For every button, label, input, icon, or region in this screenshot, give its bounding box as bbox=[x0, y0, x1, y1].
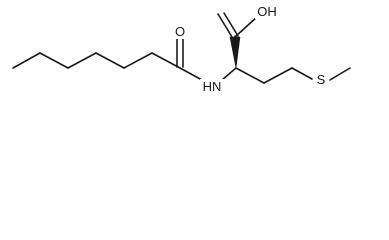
bond-c3-c4 bbox=[67, 52, 97, 69]
methionine-side-chain bbox=[235, 67, 351, 84]
acid-hydroxyl-label-group: OH bbox=[255, 4, 279, 19]
bond-c6-carbonyl bbox=[151, 52, 181, 69]
bond-acid-hydroxyl bbox=[234, 15, 259, 38]
bond-carbonyl-nitrogen bbox=[179, 67, 203, 81]
bond-nitrogen-alpha bbox=[221, 67, 237, 81]
carbonyl-oxygen-label-group: O bbox=[173, 24, 187, 39]
bond-beta-gamma bbox=[263, 67, 293, 84]
bond-c2-c3 bbox=[39, 52, 69, 69]
sulfur-label-group: S bbox=[314, 72, 328, 87]
bond-gamma-sulfur bbox=[291, 67, 313, 80]
sulfur-label: S bbox=[317, 72, 326, 87]
bond-alpha-beta bbox=[235, 67, 265, 84]
hexanoyl-chain bbox=[12, 52, 153, 69]
stereo-wedge-bond bbox=[229, 36, 241, 69]
acid-double-bond-a bbox=[217, 13, 233, 38]
acid-double-bond-b bbox=[223, 12, 239, 37]
amide-nitrogen-label: HN bbox=[203, 79, 222, 94]
acid-hydroxyl-label: OH bbox=[257, 4, 277, 19]
bond-c4-c5 bbox=[95, 52, 125, 69]
carbonyl-oxygen-label: O bbox=[175, 24, 185, 39]
alpha-carbon-acid bbox=[217, 12, 259, 81]
bond-sulfur-methyl bbox=[329, 67, 351, 81]
bond-c1-c2 bbox=[12, 52, 41, 69]
amide-nitrogen-label-group: HN bbox=[200, 79, 225, 94]
amide-carbonyl bbox=[151, 34, 203, 81]
bond-c5-c6 bbox=[123, 52, 153, 69]
n-hexanoyl-methionine-structure: O HN OH S bbox=[12, 4, 351, 94]
